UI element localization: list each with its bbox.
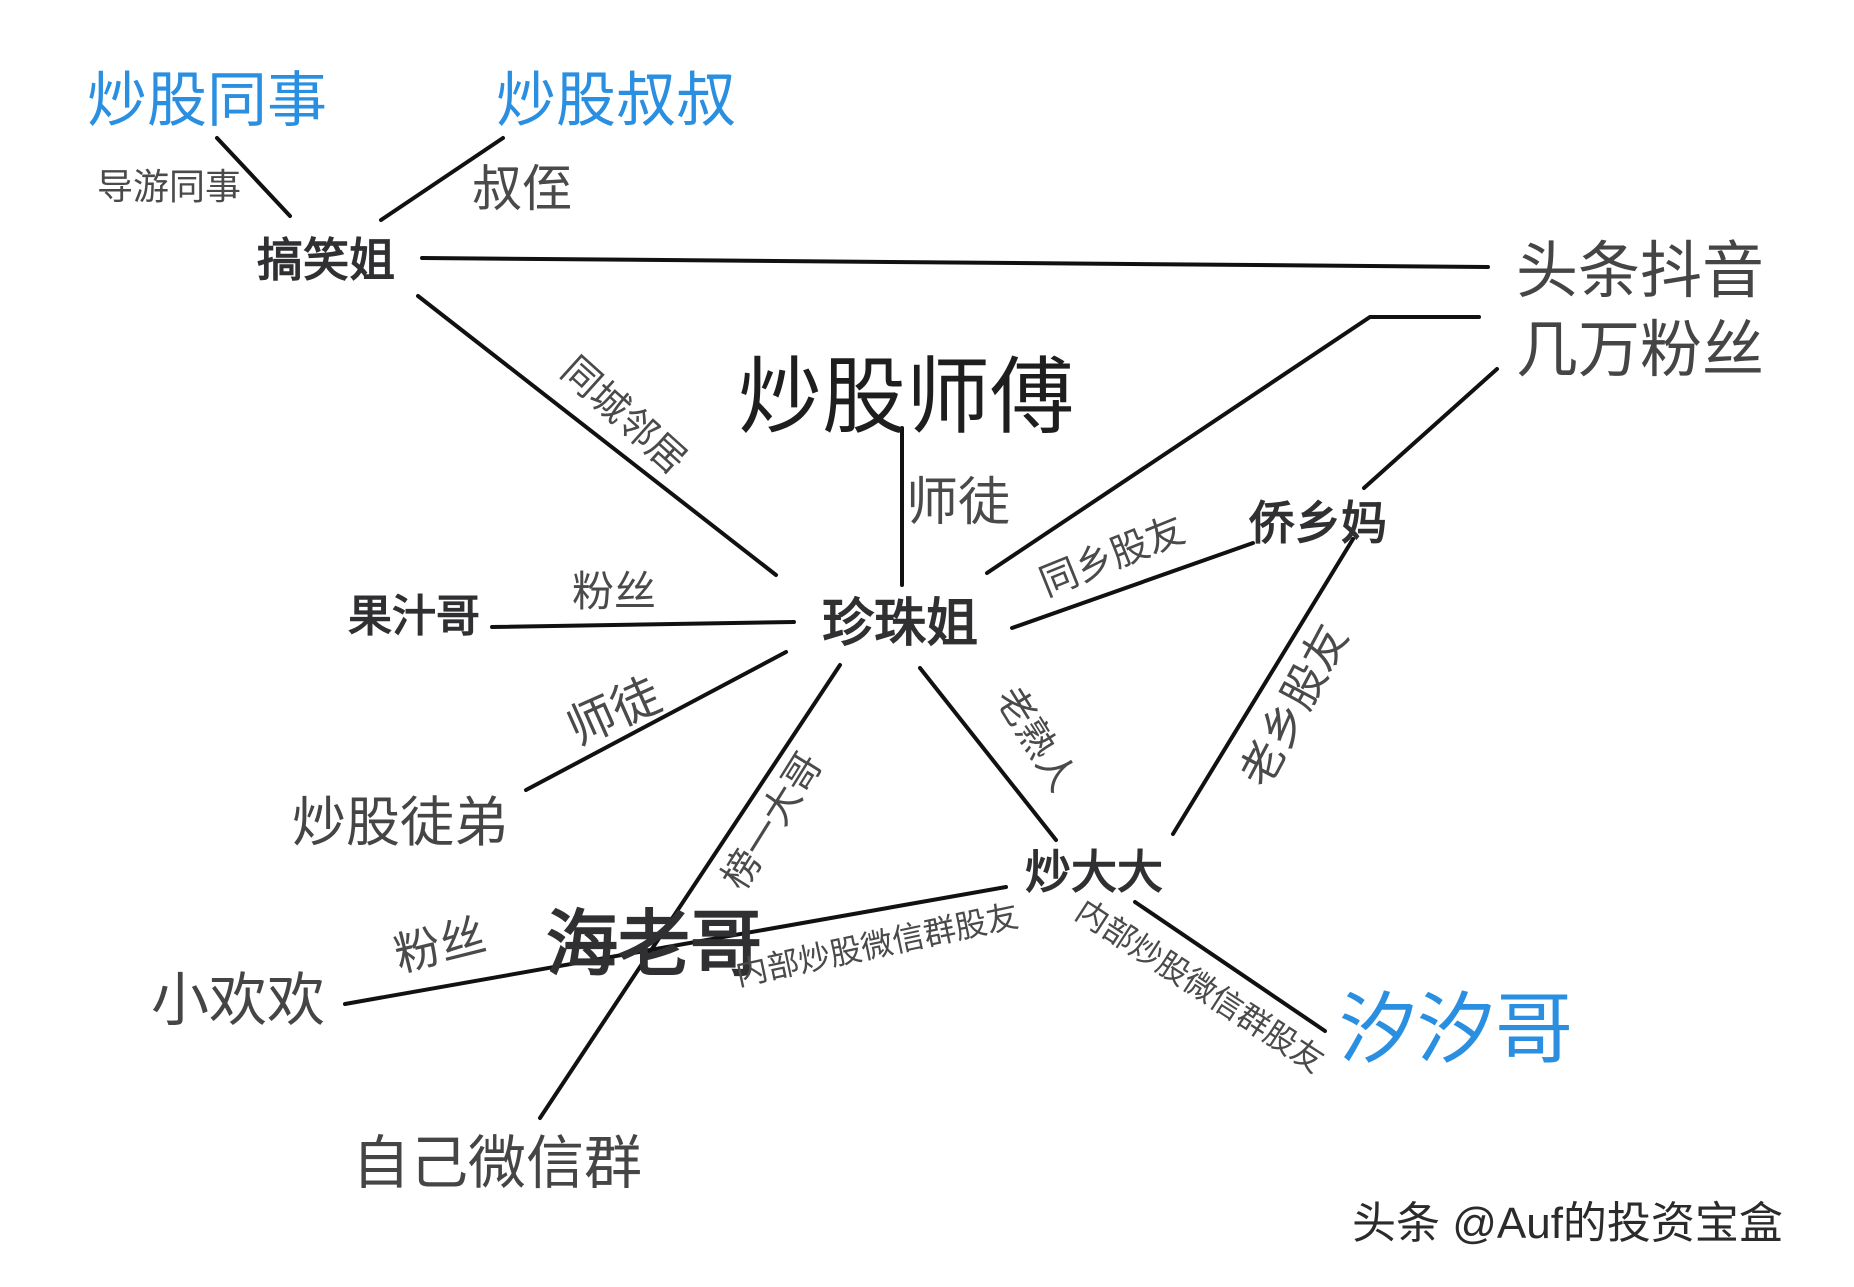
edge-label-shuzhi: 叔侄 (472, 160, 572, 218)
edge-zhenzhujie-chaogutudi (524, 650, 788, 792)
watermark: 头条 @Auf的投资宝盒 (1352, 1199, 1783, 1248)
edge-zhenzhujie-zijiweixinqun (538, 663, 842, 1120)
edge-chaodada-xixige (1133, 900, 1327, 1033)
node-zijiweixinqun: 自己微信群 (351, 1129, 643, 1197)
edge-gaoxiaojie-chaogutongshi (215, 136, 292, 218)
edge-qiaoxiangma-fensi (1362, 367, 1499, 490)
node-xiaohuanhuan: 小欢欢 (150, 966, 326, 1034)
edge-xiaohuanhuan-chaodada (343, 885, 1008, 1006)
edge-label-fensi-guozhige: 粉丝 (571, 567, 657, 616)
node-hailaoge: 海老哥 (545, 905, 763, 985)
edge-label-shitu-shifu: 师徒 (905, 473, 1011, 533)
edge-zhenzhujie-chaodada (918, 666, 1058, 842)
node-chaogushushu: 炒股叔叔 (496, 66, 736, 136)
edge-zhenzhujie-qiaoxiangma (1010, 541, 1255, 630)
node-guozhige: 果汁哥 (348, 592, 480, 641)
edge-gaoxiaojie-zhenzhujie (416, 294, 778, 577)
edge-label-daoyoutongshi: 导游同事 (96, 167, 242, 208)
node-zhenzhujie: 珍珠姐 (821, 595, 979, 653)
node-jiwan-fensi: 几万粉丝 (1515, 313, 1765, 386)
node-xixige: 汐汐哥 (1338, 985, 1574, 1075)
edge-zhenzhujie-guozhige (490, 620, 796, 629)
node-toutiao-douyin: 头条抖音 (1515, 234, 1765, 307)
node-chaogutudi: 炒股徒弟 (292, 791, 508, 854)
edge-gaoxiaojie-chaogushushu (379, 136, 505, 222)
node-chaogushifu: 炒股师傅 (737, 348, 1075, 446)
edge-qiaoxiangma-chaodada (1171, 537, 1355, 836)
edge-zhenzhujie-fensi-tail (985, 315, 1481, 575)
node-qiaoxiangma: 侨乡妈 (1249, 497, 1387, 549)
node-gaoxiaojie: 搞笑姐 (257, 234, 395, 286)
edge-gaoxiaojie-toutiao (420, 256, 1490, 269)
node-chaogutongshi: 炒股同事 (87, 66, 327, 136)
node-chaodada: 炒大大 (1025, 846, 1163, 898)
